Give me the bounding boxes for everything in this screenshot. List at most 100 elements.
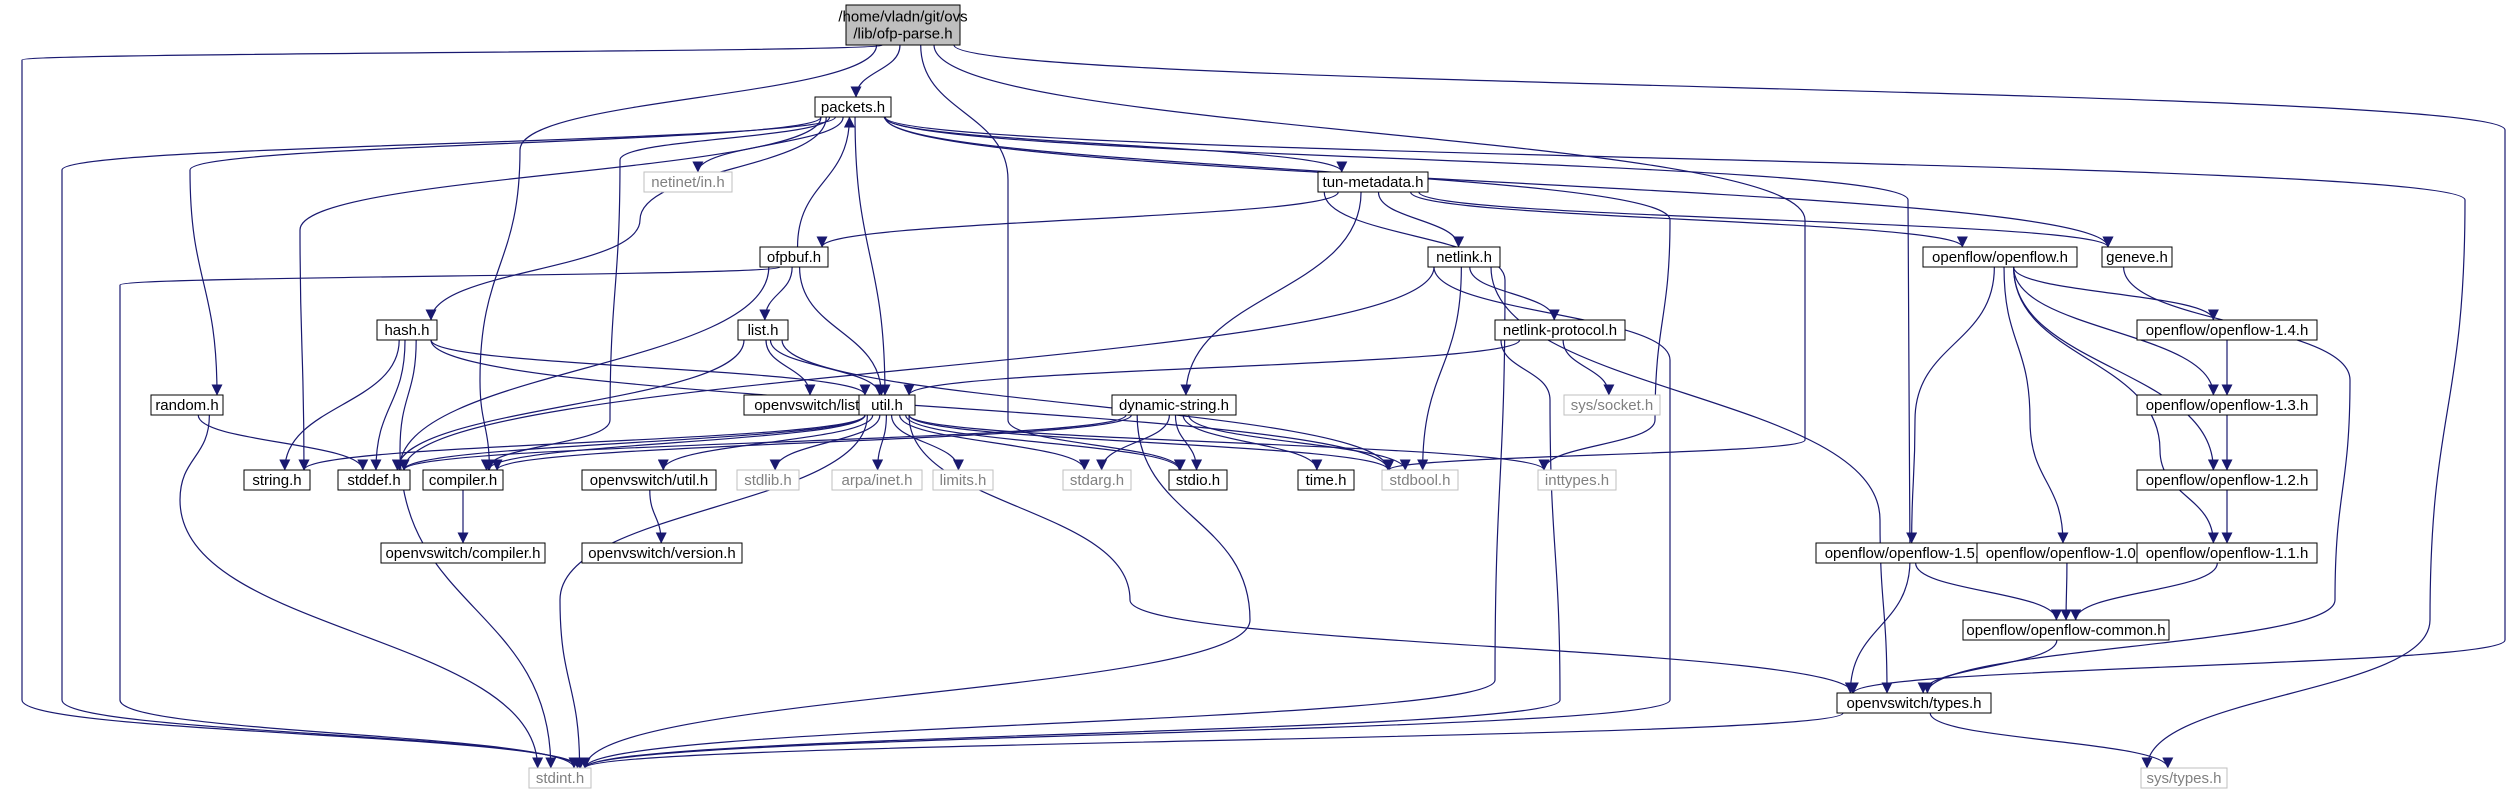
node-of13[interactable]: openflow/openflow-1.3.h (2136, 394, 2318, 416)
node-inttypes[interactable]: inttypes.h (1537, 469, 1617, 491)
node-label: dynamic-string.h (1119, 397, 1229, 414)
node-openflow[interactable]: openflow/openflow.h (1922, 246, 2078, 268)
edge-list-to-ovs_list (765, 339, 816, 396)
edge-packets-to-sys_types (884, 116, 2466, 769)
node-box (1381, 469, 1459, 491)
node-of15[interactable]: openflow/openflow-1.5.h (1815, 542, 1997, 564)
node-netinet-in[interactable]: netinet/in.h (643, 171, 733, 193)
node-time[interactable]: time.h (1297, 469, 1355, 491)
node-label: string.h (252, 472, 301, 489)
edge-util-to-string (298, 414, 866, 471)
node-stdarg[interactable]: stdarg.h (1062, 469, 1132, 491)
node-label: openflow/openflow-1.0.h (1986, 545, 2149, 562)
node-arpa-inet[interactable]: arpa/inet.h (831, 469, 923, 491)
node-box (1427, 246, 1501, 268)
node-label: /lib/ofp-parse.h (853, 26, 952, 43)
node-label: limits.h (940, 472, 987, 489)
node-of11[interactable]: openflow/openflow-1.1.h (2136, 542, 2318, 564)
node-ofpbuf[interactable]: ofpbuf.h (759, 246, 829, 268)
node-box (2136, 542, 2318, 564)
node-label: openflow/openflow-1.4.h (2146, 322, 2309, 339)
edge-openflow-to-of10 (2003, 266, 2069, 544)
node-dynamic-string[interactable]: dynamic-string.h (1111, 394, 1237, 416)
edge-tun_metadata-to-openflow (1410, 191, 1968, 248)
edge-ofp_parse-to-stdint (21, 44, 884, 769)
edge-ovs_util-to-ovs_version (649, 489, 667, 544)
node-label: hash.h (384, 322, 429, 339)
node-box (1836, 692, 1992, 714)
node-netlink[interactable]: netlink.h (1427, 246, 1501, 268)
node-label: openvswitch/compiler.h (385, 545, 540, 562)
node-netlink-protocol[interactable]: netlink-protocol.h (1494, 319, 1626, 341)
edge-ovs_types-to-stdint (579, 712, 1844, 769)
edge-ofp_parse-to-ovs_types (953, 44, 2506, 694)
edge-packets-to-tun_metadata (883, 116, 1348, 173)
edge-of10-to-of_common (2060, 562, 2072, 621)
node-packets[interactable]: packets.h (814, 96, 892, 118)
file-nodes: /home/vladn/git/ovs/lib/ofp-parse.h packe… (150, 4, 2318, 789)
node-sys-socket[interactable]: sys/socket.h (1563, 394, 1661, 416)
node-ovs-version[interactable]: openvswitch/version.h (581, 542, 743, 564)
node-ovs-compiler[interactable]: openvswitch/compiler.h (380, 542, 546, 564)
node-stdlib[interactable]: stdlib.h (736, 469, 800, 491)
node-ovs-types[interactable]: openvswitch/types.h (1836, 692, 1992, 714)
node-ovs-util[interactable]: openvswitch/util.h (581, 469, 717, 491)
node-ofp-parse[interactable]: /home/vladn/git/ovs/lib/ofp-parse.h (838, 4, 968, 46)
edge-dynamic_string-to-compiler (491, 414, 1132, 471)
edge-packets-to-ovs_types (884, 116, 1911, 694)
node-geneve[interactable]: geneve.h (2101, 246, 2173, 268)
node-limits[interactable]: limits.h (932, 469, 994, 491)
node-compiler[interactable]: compiler.h (422, 469, 504, 491)
edge-ofp_parse-to-compiler (479, 44, 878, 471)
node-label: netlink.h (1436, 249, 1492, 266)
node-label: openflow/openflow-1.1.h (2146, 545, 2309, 562)
node-ovs-list[interactable]: openvswitch/list.h (743, 394, 883, 416)
node-label: openflow/openflow-1.2.h (2146, 472, 2309, 489)
edge-ofpbuf-to-stdint (119, 266, 781, 769)
node-label: sys/types.h (2146, 770, 2221, 787)
node-list[interactable]: list.h (737, 319, 789, 341)
node-sys-types[interactable]: sys/types.h (2140, 767, 2228, 789)
edge-openflow-to-of14 (2013, 266, 2219, 321)
node-of10[interactable]: openflow/openflow-1.0.h (1976, 542, 2158, 564)
edge-tun_metadata-to-dynamic_string (1180, 191, 1362, 396)
node-box (1297, 469, 1355, 491)
edge-ofp_parse-to-stdio (920, 44, 1186, 471)
edge-packets-to-stdint (61, 116, 837, 769)
edge-netlink_protocol-to-util (903, 339, 1521, 396)
edge-packets-to-geneve (884, 116, 2114, 248)
edge-util-to-compiler (483, 414, 866, 471)
node-random[interactable]: random.h (150, 394, 224, 416)
node-label: ofpbuf.h (767, 249, 821, 266)
node-stddef[interactable]: stddef.h (337, 469, 411, 491)
node-util[interactable]: util.h (858, 394, 916, 416)
node-box (737, 319, 789, 341)
node-label: stdbool.h (1390, 472, 1451, 489)
node-hash[interactable]: hash.h (376, 319, 438, 341)
node-label: compiler.h (429, 472, 497, 489)
edge-packets-to-string (298, 116, 822, 471)
node-box (1168, 469, 1228, 491)
node-stdbool[interactable]: stdbool.h (1381, 469, 1459, 491)
edge-dynamic_string-to-stdarg (1096, 414, 1170, 471)
edge-openflow-to-of15 (1906, 266, 1995, 544)
node-stdio[interactable]: stdio.h (1168, 469, 1228, 491)
node-of-common[interactable]: openflow/openflow-common.h (1962, 619, 2170, 641)
node-tun-metadata[interactable]: tun-metadata.h (1317, 171, 1429, 193)
edge-netlink-to-ovs_types (1490, 266, 1893, 694)
node-of12[interactable]: openflow/openflow-1.2.h (2136, 469, 2318, 491)
node-string[interactable]: string.h (243, 469, 311, 491)
node-box (736, 469, 800, 491)
node-of14[interactable]: openflow/openflow-1.4.h (2136, 319, 2318, 341)
edge-util-to-stdio (905, 414, 1185, 471)
node-stdint[interactable]: stdint.h (528, 767, 592, 789)
edge-util-to-stddef (398, 414, 866, 471)
edge-ovs_types-to-sys_types (1929, 712, 2174, 769)
node-label: stdarg.h (1070, 472, 1124, 489)
node-box (243, 469, 311, 491)
node-label: sys/socket.h (1571, 397, 1654, 414)
node-box (643, 171, 733, 193)
node-box (2140, 767, 2228, 789)
edge-list-to-stdbool (781, 339, 1394, 471)
